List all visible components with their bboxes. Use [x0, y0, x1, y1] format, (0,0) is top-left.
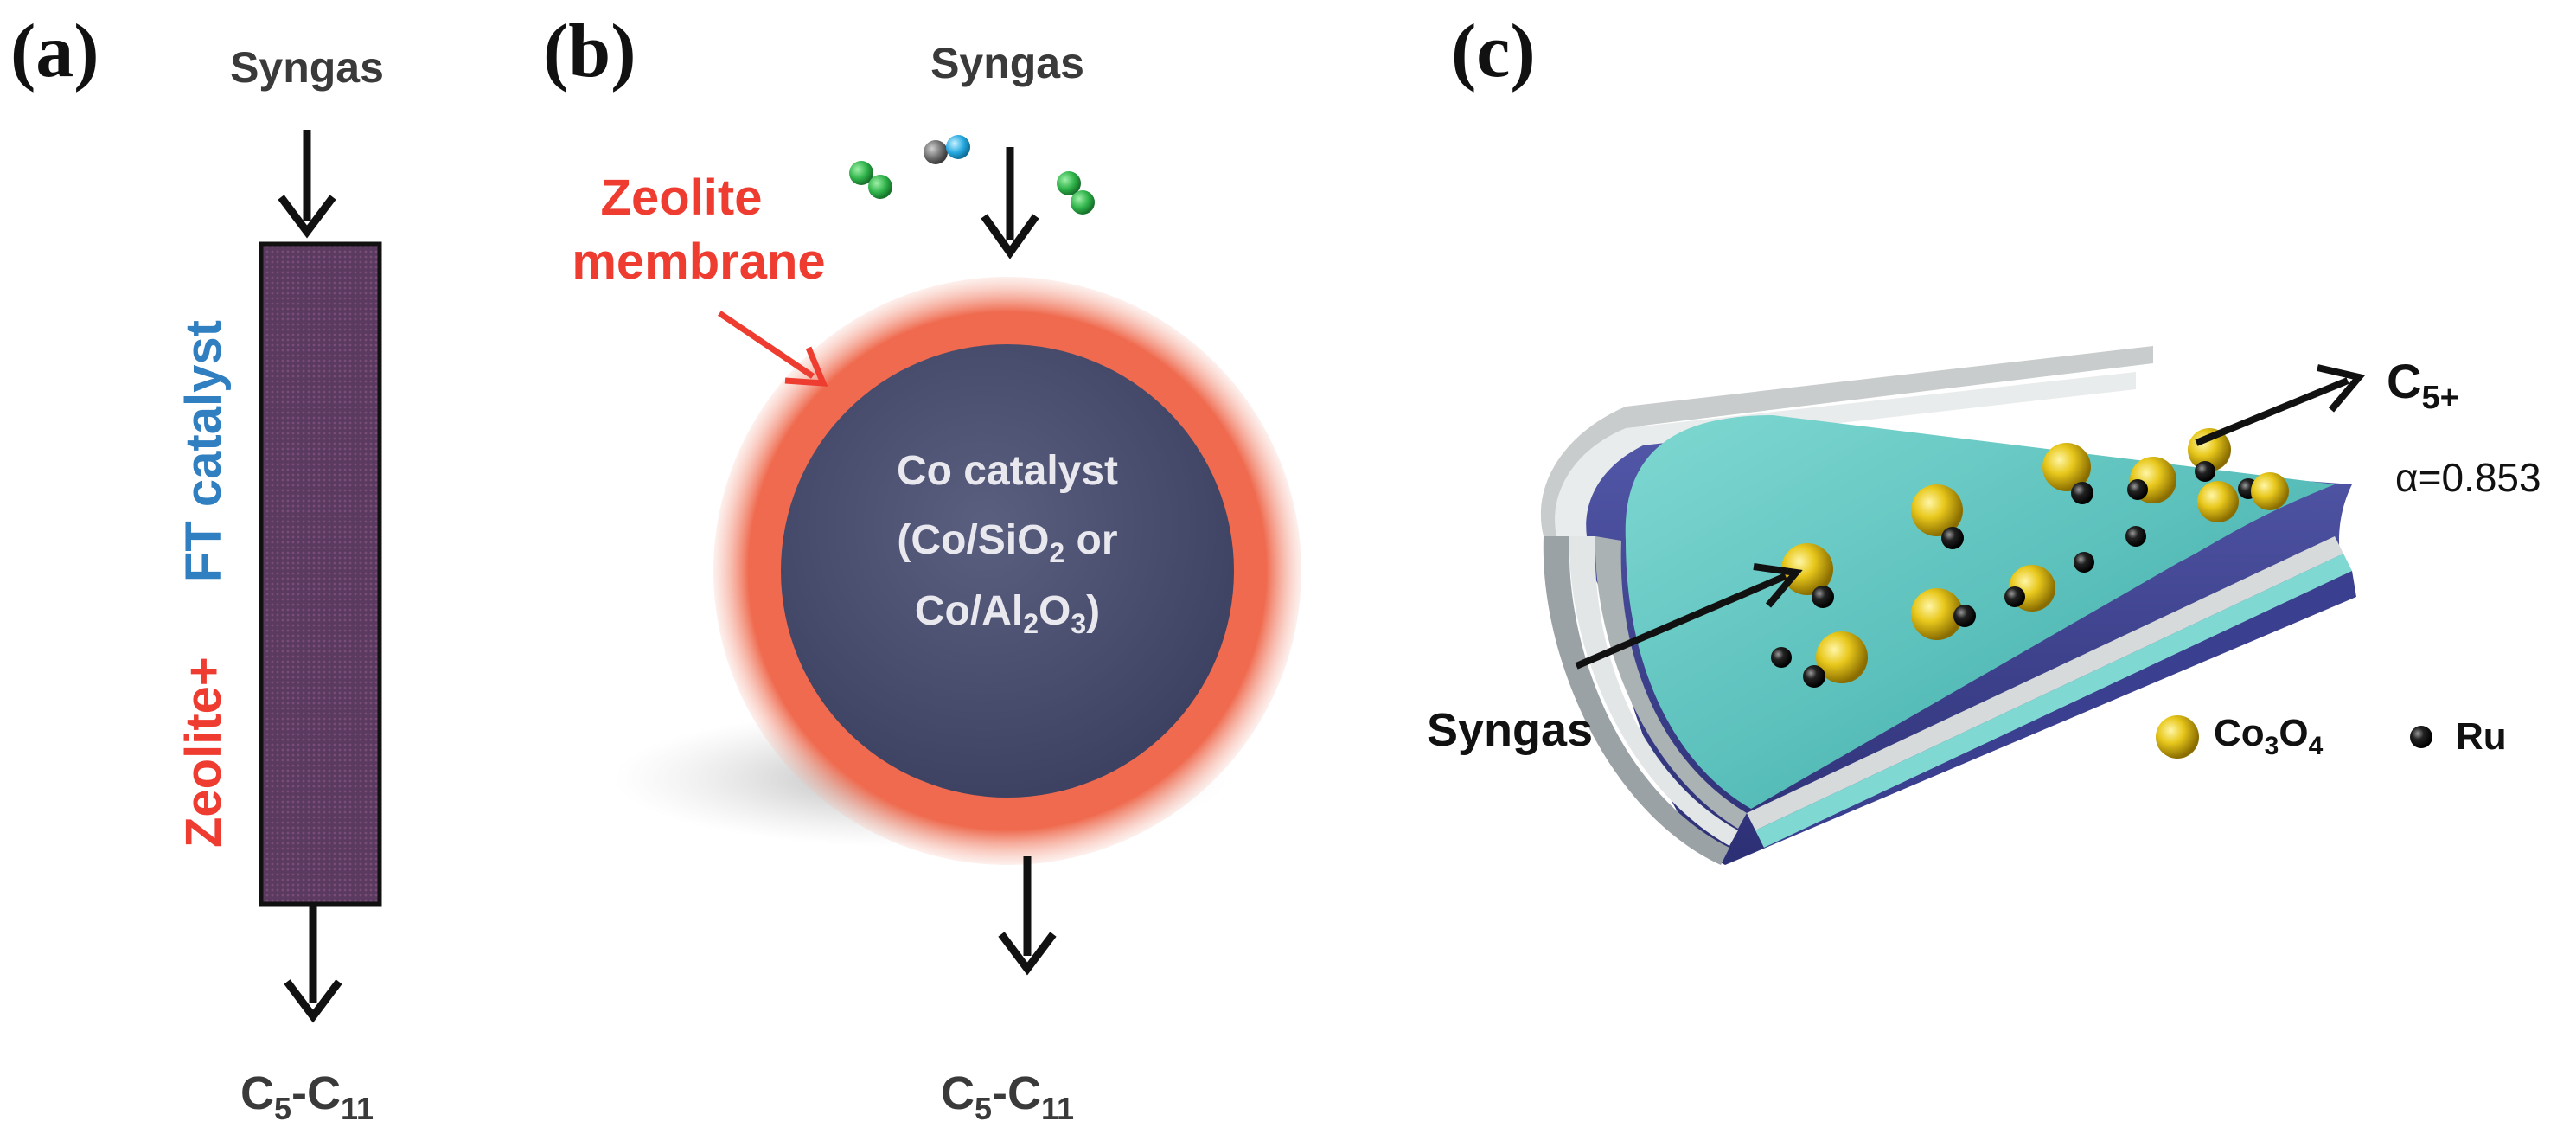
ru-particle [1803, 665, 1825, 688]
tube-layer-back-1 [1540, 346, 2153, 536]
co3o4-particle [1816, 631, 1868, 683]
column-side-label: Zeolite+ FT catalyst [176, 320, 232, 848]
tube-layer-back-2 [1555, 372, 2136, 536]
syngas-molecules [849, 135, 1095, 215]
legend-co3o4-label: Co3O4 [2214, 712, 2324, 760]
reactor-column [259, 241, 382, 907]
panel-b-input-label: Syngas [930, 39, 1084, 87]
co3o4-particle [2042, 443, 2091, 491]
h2-molecule-atom [868, 175, 892, 199]
tube-lip-3 [1595, 536, 1747, 829]
panel-b-label: (b) [543, 10, 636, 93]
h2-molecule-atom [849, 161, 873, 185]
legend-co3o4-icon [2156, 715, 2199, 759]
panel-a-output-arrow [284, 904, 342, 1023]
co3o4-particle [1911, 588, 1963, 640]
ru-particle [1953, 605, 1976, 627]
tube-edge-stripe [1725, 571, 2356, 865]
tube-lip-2 [1569, 536, 1738, 846]
zeolite-plus-label: Zeolite+ [176, 657, 232, 848]
ru-particle [1812, 586, 1834, 608]
panel-c-output-arrow [2195, 364, 2366, 446]
catalyst-particles [1771, 428, 2289, 688]
panel-b-output-label: C5-C11 [941, 1067, 1074, 1126]
svg-text:Zeolite+ FT catalyst: Zeolite+ FT catalyst [176, 320, 232, 848]
panel-c-input-label: Syngas [1427, 704, 1593, 756]
membrane-pointer-arrow [718, 311, 828, 387]
zeolite-membrane-label-1: Zeolite [601, 170, 763, 226]
panel-a-output-label: C5-C11 [240, 1067, 374, 1126]
tube-inner-cavity [1625, 415, 2335, 809]
ru-particle [2074, 552, 2094, 573]
panel-c-output-label: C5+ [2387, 354, 2459, 416]
co3o4-particle [2251, 472, 2289, 510]
panel-c-legend: Co3O4 Ru [2156, 712, 2507, 760]
core-label-line3: Co/Al2O3) [915, 588, 1100, 639]
co-catalyst-core [781, 344, 1234, 798]
panel-c-input-arrow [1575, 563, 1803, 670]
ru-particle [1771, 647, 1792, 668]
core-label-line1: Co catalyst [897, 448, 1118, 494]
legend-ru-label: Ru [2456, 715, 2507, 758]
co-molecule-oxygen [946, 135, 970, 159]
panel-a-input-label: Syngas [230, 43, 384, 92]
tube-edge-stripe [1747, 536, 2343, 830]
tube-edge-stripe [1755, 554, 2352, 848]
panel-c-label: (c) [1451, 10, 1536, 93]
co3o4-particle [2197, 481, 2239, 522]
panel-a-input-arrow [278, 130, 336, 239]
co3o4-particle [1781, 543, 1833, 595]
h2-molecule-atom [1071, 190, 1095, 215]
chain-growth-probability: α=0.853 [2395, 455, 2541, 500]
panel-b-output-arrow [998, 856, 1057, 976]
ru-particle [2071, 482, 2093, 504]
zeolite-membrane-label-2: membrane [572, 234, 825, 290]
nanotube-reactor [1540, 346, 2356, 865]
ru-particle [1941, 527, 1964, 549]
h2-molecule-atom [1057, 171, 1081, 195]
panel-b: (b) Syngas Zeolite membrane Co catalyst … [543, 10, 1301, 1126]
co-molecule-carbon [924, 140, 948, 164]
ru-particle [2195, 461, 2215, 482]
ru-particle [2125, 526, 2146, 547]
panel-c: (c) [1427, 10, 2541, 865]
core-label-line2: (Co/SiO2 or [897, 517, 1117, 568]
tube-lip-1 [1543, 536, 1729, 865]
panel-a: (a) Syngas Zeolite+ FT catalyst C5-C11 [10, 10, 384, 1126]
panel-a-label: (a) [10, 10, 99, 93]
ru-particle [2004, 586, 2025, 607]
panel-b-input-arrow [981, 147, 1039, 259]
co3o4-particle [1911, 484, 1963, 536]
legend-ru-icon [2410, 726, 2432, 748]
ft-catalyst-label: FT catalyst [176, 320, 232, 582]
ru-particle [2127, 479, 2148, 500]
